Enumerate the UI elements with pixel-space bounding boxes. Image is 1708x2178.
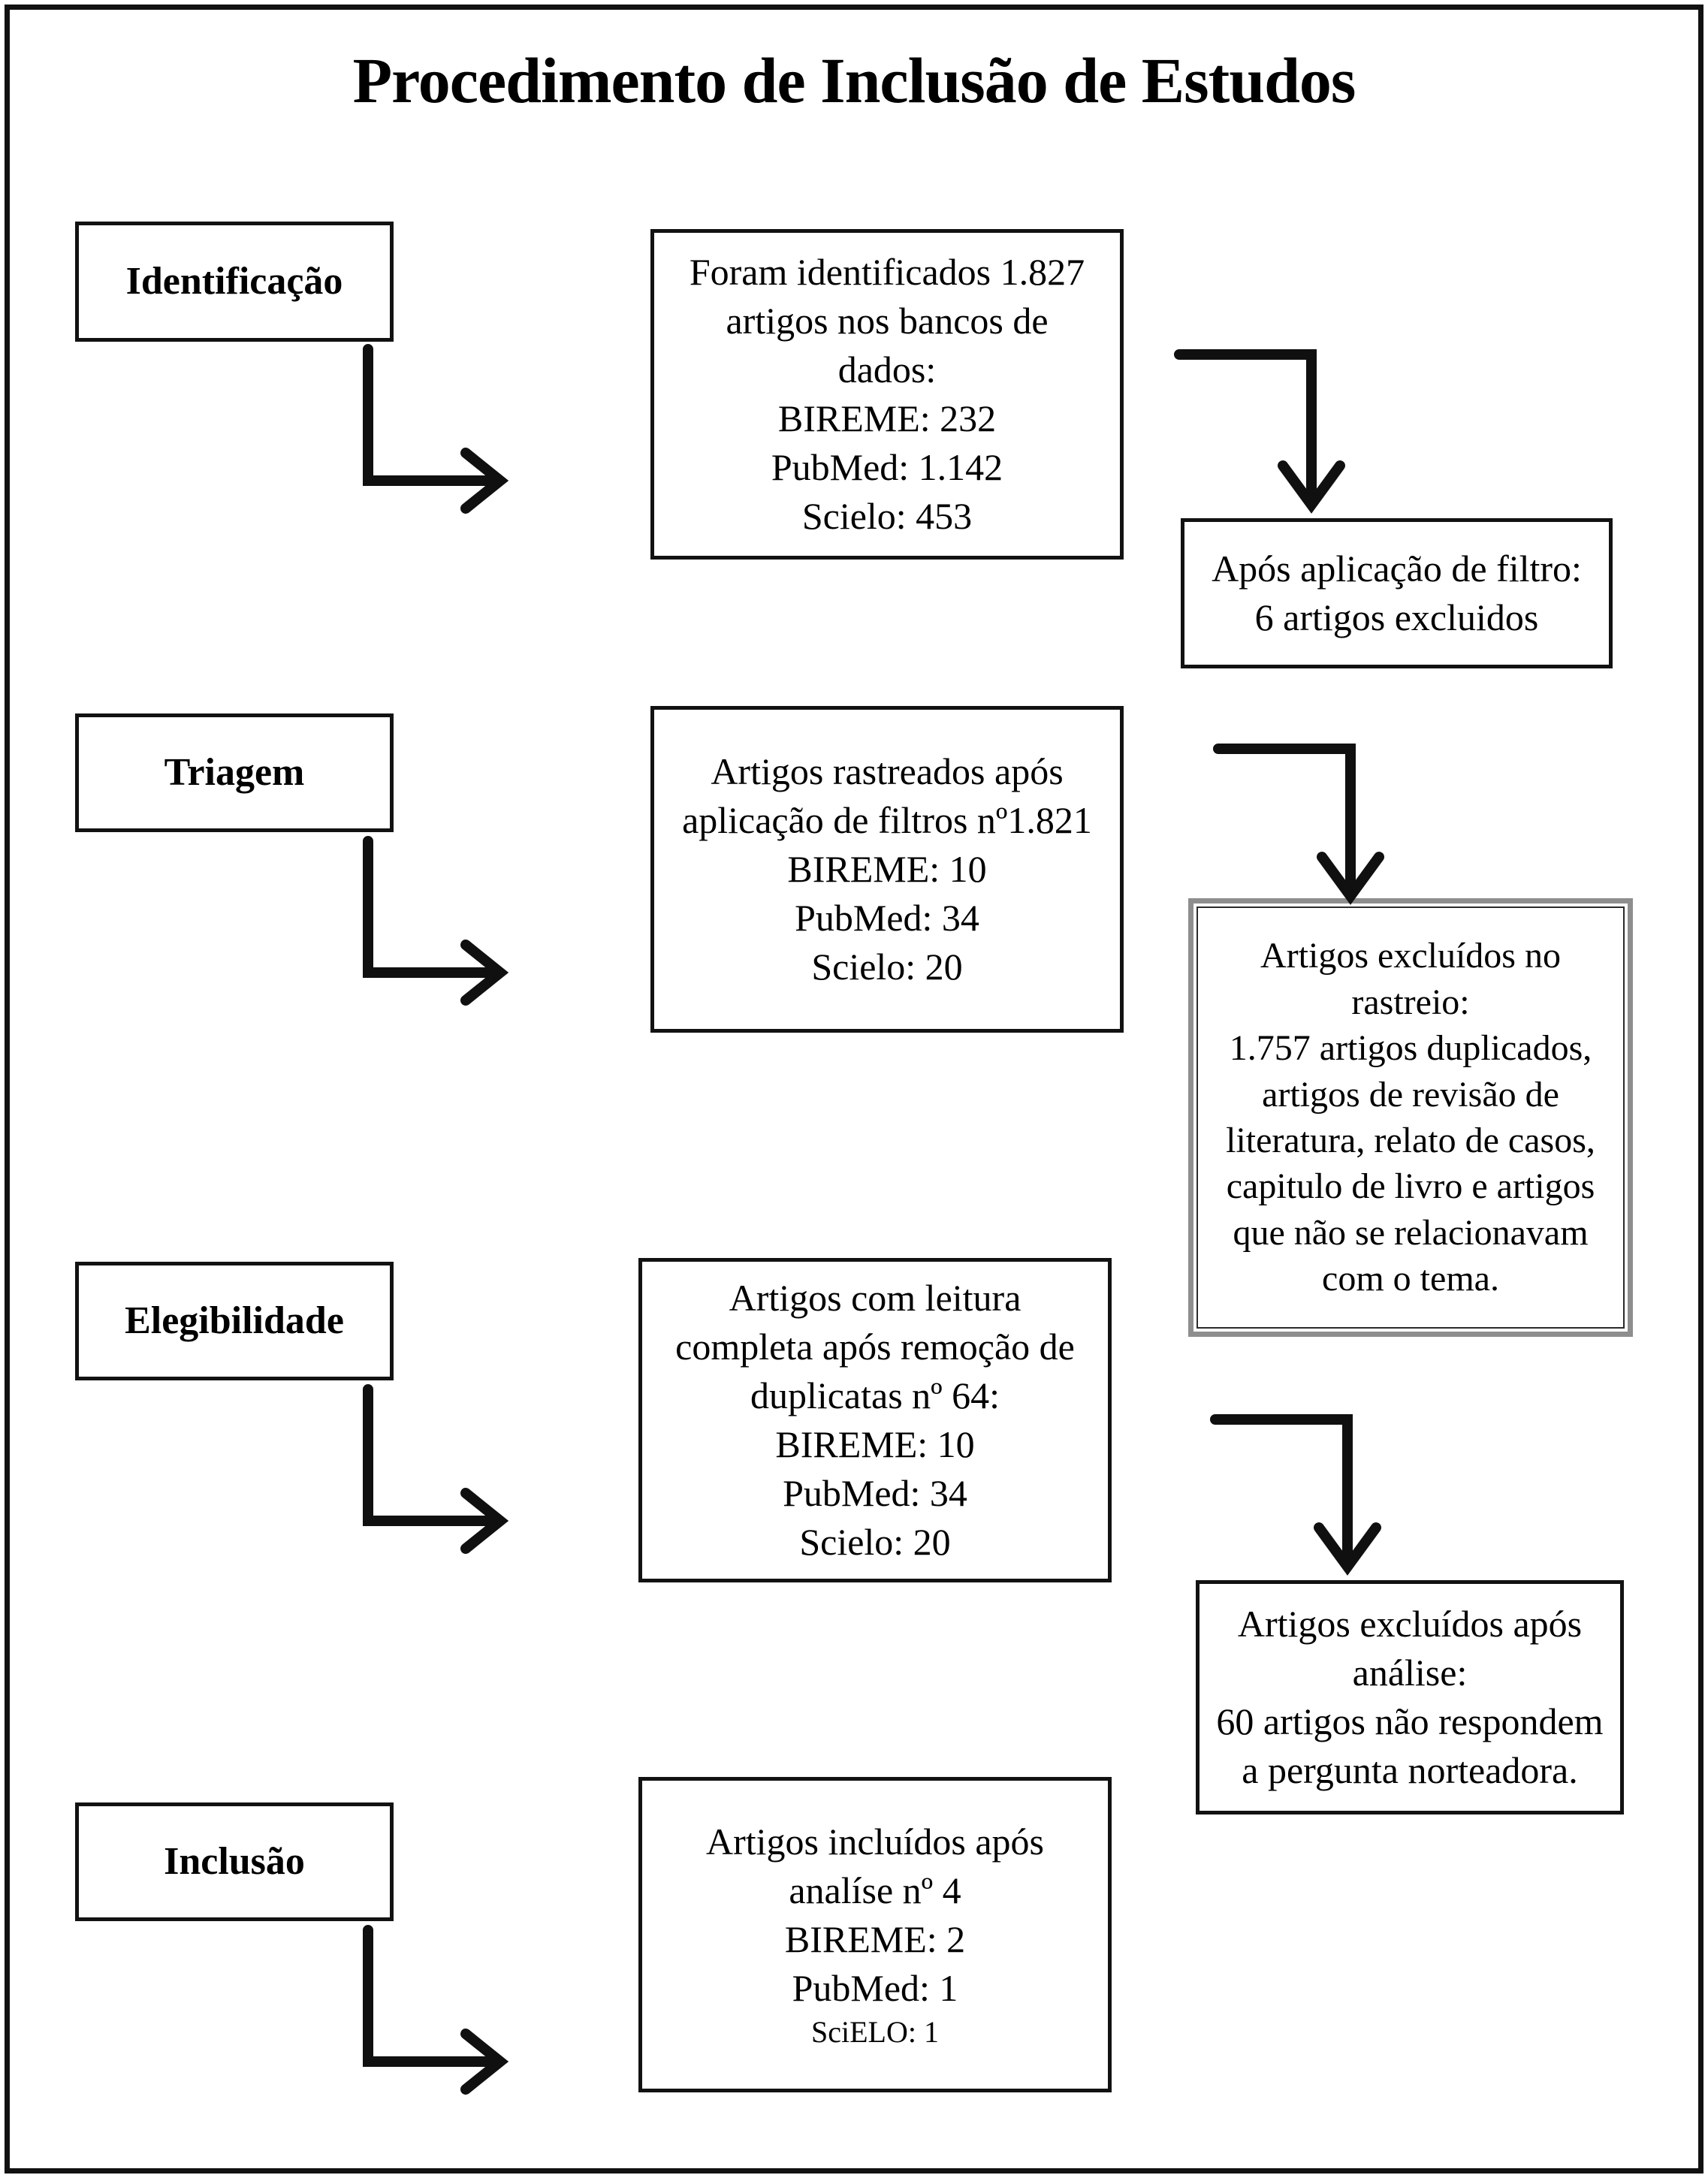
- exclusion-box-analise: Artigos excluídos após análise: 60 artig…: [1196, 1580, 1624, 1814]
- content-line: Artigos rastreados após: [711, 750, 1064, 792]
- content-line: Scielo: 20: [811, 946, 963, 988]
- stage-box-identificacao: Identificação: [75, 222, 394, 342]
- stage-box-elegibilidade: Elegibilidade: [75, 1262, 394, 1380]
- content-line: artigos de revisão de: [1262, 1074, 1559, 1115]
- stage-label-inclusao: Inclusão: [164, 1840, 305, 1884]
- content-line: BIREME: 10: [787, 848, 987, 890]
- exclusion-box-rastreio-inner: Artigos excluídos no rastreio: 1.757 art…: [1197, 906, 1625, 1329]
- stage-box-inclusao: Inclusão: [75, 1802, 394, 1921]
- content-line: Artigos incluídos após: [706, 1821, 1044, 1863]
- arrow-identificacao-to-content: [363, 344, 509, 514]
- content-line: PubMed: 1.142: [771, 446, 1003, 488]
- content-line: Artigos excluídos no: [1260, 936, 1561, 976]
- content-box-triagem: Artigos rastreados após aplicação de fil…: [650, 706, 1124, 1033]
- content-line: duplicatas nº 64:: [750, 1374, 1000, 1416]
- figure-title: Procedimento de Inclusão de Estudos: [352, 44, 1356, 116]
- content-line: literatura, relato de casos,: [1226, 1121, 1595, 1160]
- content-line: Foram identificados 1.827: [689, 251, 1085, 293]
- content-line: completa após remoção de: [675, 1326, 1075, 1368]
- content-line: 1.757 artigos duplicados,: [1229, 1028, 1592, 1069]
- stage-label-elegibilidade: Elegibilidade: [125, 1299, 344, 1343]
- content-line: Após aplicação de filtro:: [1212, 548, 1582, 590]
- content-line: aplicação de filtros nº1.821: [682, 799, 1092, 841]
- exclusion-box-rastreio: Artigos excluídos no rastreio: 1.757 art…: [1188, 898, 1633, 1337]
- content-line: artigos nos bancos de: [726, 300, 1049, 342]
- content-line: Scielo: 453: [801, 495, 973, 537]
- content-line: dados:: [837, 348, 937, 391]
- content-line: BIREME: 232: [777, 397, 997, 439]
- content-line: que não se relacionavam: [1233, 1212, 1589, 1253]
- exclusion-box-filtro: Após aplicação de filtro: 6 artigos excl…: [1181, 518, 1613, 668]
- arrow-to-exclusion-rastreio: [1213, 744, 1384, 905]
- content-line: Artigos com leitura: [729, 1277, 1021, 1319]
- arrow-to-exclusion-filtro: [1174, 349, 1345, 514]
- content-line: Artigos excluídos após: [1237, 1603, 1583, 1645]
- content-line: PubMed: 34: [783, 1472, 967, 1514]
- content-line: com o tema.: [1322, 1259, 1499, 1299]
- stage-label-identificacao: Identificação: [125, 260, 343, 303]
- content-line: analíse nº 4: [789, 1869, 961, 1911]
- content-line: PubMed: 34: [795, 897, 979, 939]
- arrow-to-exclusion-analise: [1210, 1414, 1381, 1576]
- content-line: Scielo: 20: [799, 1521, 951, 1563]
- arrow-elegibilidade-to-content: [363, 1384, 509, 1554]
- stage-label-triagem: Triagem: [164, 751, 305, 795]
- content-line: análise:: [1352, 1652, 1468, 1694]
- content-line: BIREME: 10: [775, 1423, 975, 1465]
- content-line: 6 artigos excluidos: [1254, 596, 1539, 638]
- content-line: SciELO: 1: [811, 2015, 939, 2049]
- content-box-elegibilidade: Artigos com leitura completa após remoçã…: [638, 1258, 1112, 1582]
- content-line: PubMed: 1: [792, 1967, 958, 2009]
- content-line: BIREME: 2: [784, 1918, 966, 1960]
- content-line: 60 artigos não respondem: [1216, 1700, 1604, 1742]
- content-line: a pergunta norteadora.: [1242, 1749, 1578, 1791]
- arrow-inclusao-to-content: [363, 1925, 509, 2095]
- content-line: rastreio:: [1351, 982, 1470, 1022]
- content-line: capitulo de livro e artigos: [1226, 1166, 1595, 1207]
- stage-box-triagem: Triagem: [75, 713, 394, 832]
- content-box-inclusao: Artigos incluídos após analíse nº 4 BIRE…: [638, 1777, 1112, 2092]
- content-box-identificacao: Foram identificados 1.827 artigos nos ba…: [650, 229, 1124, 560]
- arrow-triagem-to-content: [363, 836, 509, 1006]
